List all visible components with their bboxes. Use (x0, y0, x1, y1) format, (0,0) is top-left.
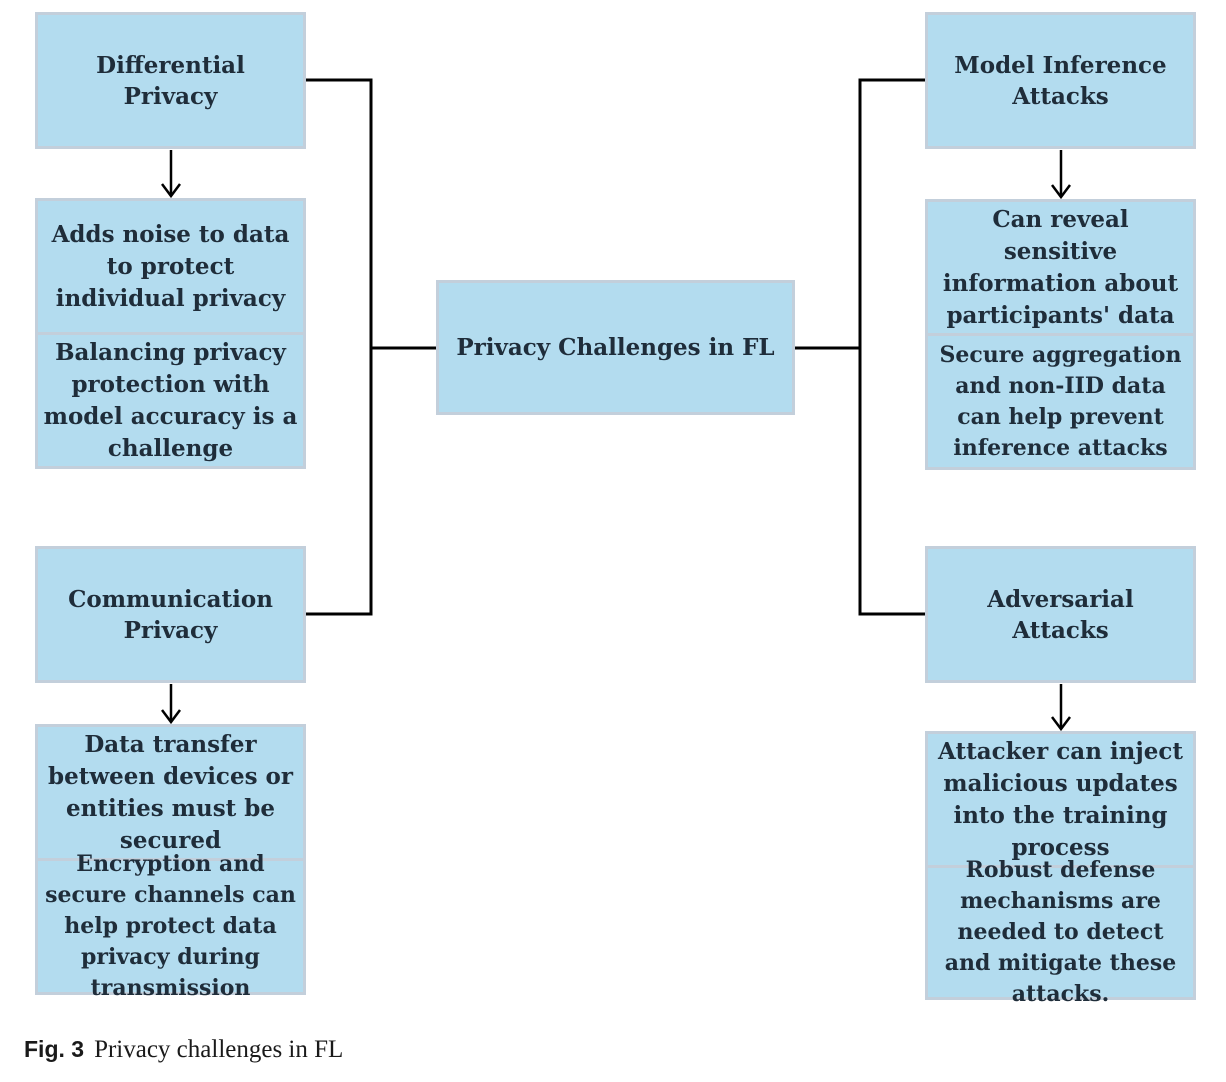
figure-label: Fig. 3 (24, 1036, 85, 1062)
adversarial-title: Adversarial Attacks (987, 585, 1134, 644)
figure-caption: Fig. 3 Privacy challenges in FL (24, 1036, 343, 1064)
right-connector (858, 78, 926, 616)
communication-privacy-node: Communication Privacy (35, 546, 306, 683)
model-inference-detail-1: Can reveal sensitive information about p… (925, 199, 1196, 336)
figure-caption-text: Privacy challenges in FL (94, 1036, 344, 1063)
differential-privacy-title: Differential Privacy (96, 51, 245, 110)
arrow-differential-privacy (161, 150, 181, 199)
arrow-communication-privacy (161, 684, 181, 725)
left-connector (305, 78, 373, 616)
adversarial-detail-1: Attacker can inject malicious updates in… (925, 731, 1196, 868)
communication-privacy-detail-2: Encryption and secure channels can help … (35, 851, 306, 1001)
model-inference-title: Model Inference Attacks (954, 51, 1167, 110)
center-node-label: Privacy Challenges in FL (456, 334, 775, 361)
center-node: Privacy Challenges in FL (436, 280, 795, 415)
differential-privacy-node: Differential Privacy (35, 12, 306, 149)
model-inference-node: Model Inference Attacks (925, 12, 1196, 149)
differential-privacy-detail-1: Adds noise to data to protect individual… (35, 198, 306, 335)
arrow-model-inference (1051, 150, 1071, 200)
communication-privacy-detail-1: Data transfer between devices or entitie… (35, 724, 306, 861)
differential-privacy-detail-2: Balancing privacy protection with model … (35, 332, 306, 469)
communication-privacy-title: Communication Privacy (68, 585, 273, 644)
model-inference-detail-2: Secure aggregation and non-IID data can … (925, 333, 1196, 470)
adversarial-detail-2: Robust defense mechanisms are needed to … (925, 857, 1196, 1007)
arrow-adversarial (1051, 684, 1071, 732)
adversarial-node: Adversarial Attacks (925, 546, 1196, 683)
